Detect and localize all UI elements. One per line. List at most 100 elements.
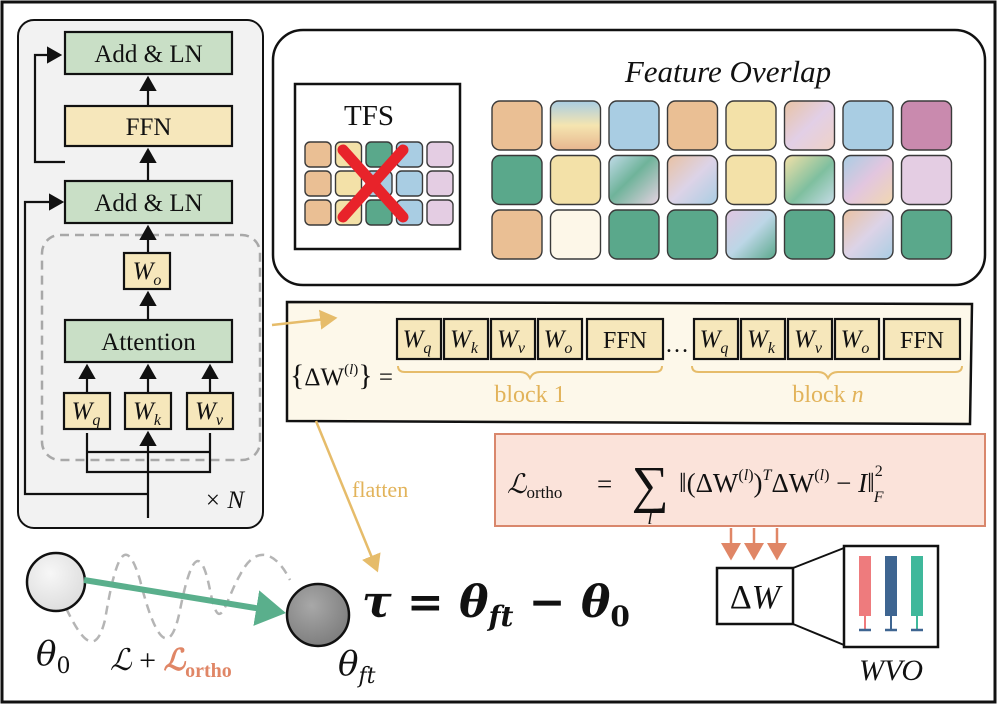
wv-label: Wv xyxy=(195,398,224,429)
overlap-cell xyxy=(608,209,660,260)
flatten-label: flatten xyxy=(352,477,408,502)
theta-ft-label: θft xyxy=(338,644,376,689)
overlap-cell xyxy=(725,154,777,206)
tfs-cell xyxy=(426,199,454,226)
weight-box-wq xyxy=(692,317,740,361)
wk-label: Wk xyxy=(133,398,162,429)
tfs-label: TFS xyxy=(344,100,394,132)
overlap-cell xyxy=(491,100,543,151)
overlap-cell xyxy=(900,154,953,206)
arrow-to-delta-set xyxy=(271,309,338,330)
block-1-label: block 1 xyxy=(494,382,565,408)
ortho-loss-lhs: ℒortho xyxy=(507,469,562,502)
weight-box-wk xyxy=(739,317,787,361)
overlap-cell xyxy=(666,100,719,151)
overlap-cell xyxy=(608,100,660,151)
tfs-cell xyxy=(334,170,363,197)
weight-box-wv xyxy=(489,317,537,361)
overlap-cell xyxy=(491,154,543,206)
weight-label-wo: Wo xyxy=(841,326,870,357)
tfs-cell xyxy=(426,170,454,197)
weight-box-wo xyxy=(536,317,584,361)
overlap-cell xyxy=(725,209,777,260)
wvo-bars xyxy=(859,556,923,632)
tfs-cell xyxy=(304,170,332,197)
overlap-cell xyxy=(842,100,894,151)
theta0-sphere xyxy=(25,551,87,613)
wv-box xyxy=(185,391,235,431)
block-1-brace xyxy=(397,365,663,381)
weight-label-wo: Wo xyxy=(544,326,573,357)
overlap-cell xyxy=(549,154,602,206)
block-n-label: block n xyxy=(792,382,863,408)
feature-overlap-panel: Feature Overlap TFS xyxy=(271,28,987,287)
overlap-cell xyxy=(900,100,953,151)
tfs-grid xyxy=(304,141,454,226)
overlap-cell xyxy=(783,100,836,151)
overlap-grid xyxy=(491,100,953,260)
weight-label-ffn: FFN xyxy=(900,328,944,354)
wo-box xyxy=(122,251,172,291)
overlap-cell xyxy=(900,209,953,260)
block-n-brace xyxy=(691,365,963,381)
tfs-cell xyxy=(426,141,454,168)
repeat-n-label: × N xyxy=(204,487,245,514)
ortho-loss-sum: ∑ xyxy=(631,457,668,514)
add-ln-bottom-label: Add & LN xyxy=(94,190,202,217)
overlap-cell xyxy=(666,154,719,206)
weight-box-wk xyxy=(442,317,490,361)
weight-label-wk: Wk xyxy=(747,326,776,357)
attention-label: Attention xyxy=(101,329,196,356)
overlap-cell xyxy=(842,154,894,206)
ortho-loss-bg xyxy=(494,433,986,527)
overlap-cell xyxy=(666,209,719,260)
overlap-cell xyxy=(608,154,660,206)
weight-box-ffn xyxy=(882,317,962,361)
theta-ft-sphere xyxy=(285,582,351,648)
weight-label-wq: Wq xyxy=(403,326,432,357)
overlap-cell xyxy=(783,154,836,206)
overlap-cell xyxy=(549,100,602,151)
flatten-arrow xyxy=(314,420,381,573)
weight-label-wk: Wk xyxy=(450,326,479,357)
wvo-bar xyxy=(911,556,923,616)
overlap-cell xyxy=(783,209,836,260)
ffn-label: FFN xyxy=(126,114,172,141)
overlap-cell xyxy=(725,100,777,151)
weight-label-wq: Wq xyxy=(700,326,729,357)
add-ln-top-box xyxy=(63,30,234,76)
overlap-cell xyxy=(491,209,543,260)
attention-box xyxy=(63,318,234,364)
overlap-cell xyxy=(842,209,894,260)
residual-outer xyxy=(23,193,148,496)
input-branch-line-right xyxy=(148,433,212,474)
zoom-line-top xyxy=(792,547,845,569)
weight-label-wv: Wv xyxy=(497,326,526,357)
delta-set-lhs: {ΔW(l)} = xyxy=(290,359,393,392)
weight-box-ffn xyxy=(585,317,665,361)
ortho-loss-eq: = xyxy=(597,469,612,499)
wq-label: Wq xyxy=(72,398,101,429)
add-ln-top-label: Add & LN xyxy=(94,41,202,68)
residual-inner xyxy=(33,46,65,164)
add-ln-bottom-box xyxy=(63,179,234,225)
wvo-bar xyxy=(859,556,871,616)
wo-label: Wo xyxy=(133,258,162,289)
tfs-cell xyxy=(304,199,332,226)
optimization-arrow xyxy=(83,577,286,626)
delta-w-label: ΔW xyxy=(730,579,783,616)
tfs-cell xyxy=(395,170,424,197)
weight-box-wo xyxy=(833,317,881,361)
ortho-loss-sum-index: l xyxy=(647,508,652,529)
tfs-cross-icon xyxy=(337,144,409,223)
oscillation-dashed-path xyxy=(58,553,292,643)
feature-overlap-title: Feature Overlap xyxy=(624,54,831,89)
blocks-ellipsis: … xyxy=(665,332,689,358)
delta-w-box xyxy=(715,566,795,626)
